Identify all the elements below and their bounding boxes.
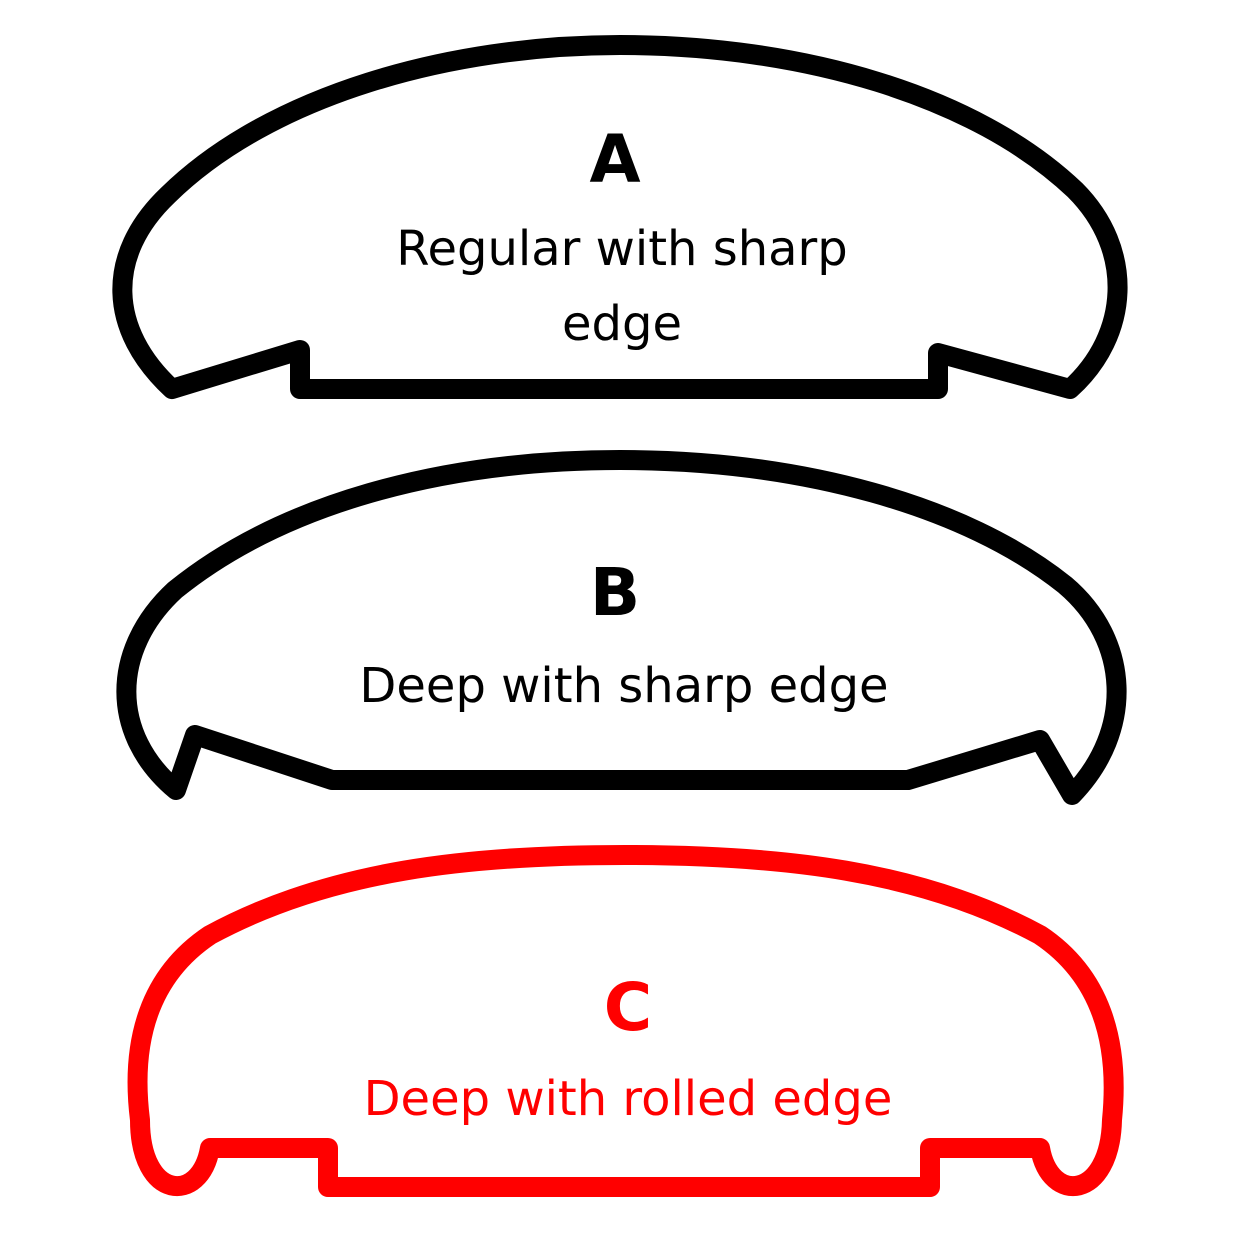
profile-b-outline <box>116 450 1127 805</box>
profile-a-letter: A <box>589 121 640 198</box>
profile-a-caption-line-2: edge <box>562 296 682 352</box>
profile-a: A Regular with sharp edge <box>112 35 1128 399</box>
profile-c: C Deep with rolled edge <box>127 845 1124 1197</box>
profile-c-letter: C <box>604 969 652 1046</box>
profile-b: B Deep with sharp edge <box>116 450 1127 805</box>
profile-a-caption-line-1: Regular with sharp <box>396 221 848 277</box>
profile-a-outline <box>112 35 1128 399</box>
profile-c-caption-line-1: Deep with rolled edge <box>364 1071 893 1127</box>
profile-c-outline <box>127 845 1124 1197</box>
profile-b-letter: B <box>590 554 640 631</box>
profile-b-caption-line-1: Deep with sharp edge <box>359 658 888 714</box>
